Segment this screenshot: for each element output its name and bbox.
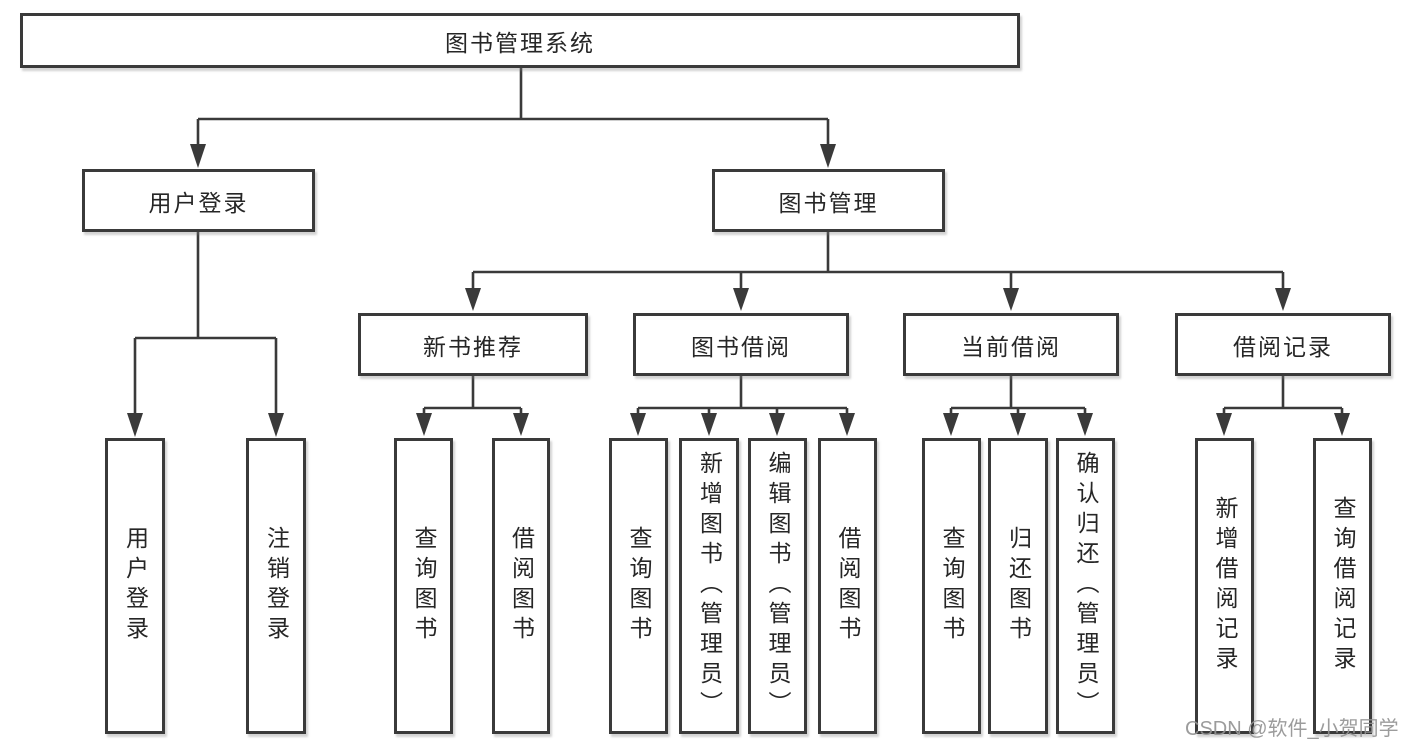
leaf-user-login: 用户登录: [105, 438, 165, 734]
leaf-query-books-current: 查询图书: [922, 438, 981, 734]
leaf-borrow-books: 借阅图书: [818, 438, 877, 734]
node-current-borrowing: 当前借阅: [903, 313, 1119, 376]
leaf-borrow-books-recommend: 借阅图书: [492, 438, 550, 734]
leaf-return-books: 归还图书: [988, 438, 1048, 734]
node-book-borrowing: 图书借阅: [633, 313, 849, 376]
node-new-book-recommendation: 新书推荐: [358, 313, 588, 376]
node-user-login: 用户登录: [82, 169, 315, 232]
leaf-query-borrow-record: 查询借阅记录: [1313, 438, 1372, 734]
node-book-management: 图书管理: [712, 169, 945, 232]
leaf-confirm-return-admin: 确认归还（管理员）: [1056, 438, 1115, 734]
leaf-add-books-admin: 新增图书（管理员）: [679, 438, 739, 734]
leaf-add-borrow-record: 新增借阅记录: [1195, 438, 1254, 734]
leaf-query-books-borrowing: 查询图书: [609, 438, 668, 734]
node-borrowing-records: 借阅记录: [1175, 313, 1391, 376]
leaf-query-books-recommend: 查询图书: [394, 438, 453, 734]
leaf-edit-books-admin: 编辑图书（管理员）: [748, 438, 807, 734]
node-library-management-system: 图书管理系统: [20, 13, 1020, 68]
leaf-logout: 注销登录: [246, 438, 306, 734]
csdn-watermark: CSDN @软件_小贺同学: [1185, 718, 1399, 740]
